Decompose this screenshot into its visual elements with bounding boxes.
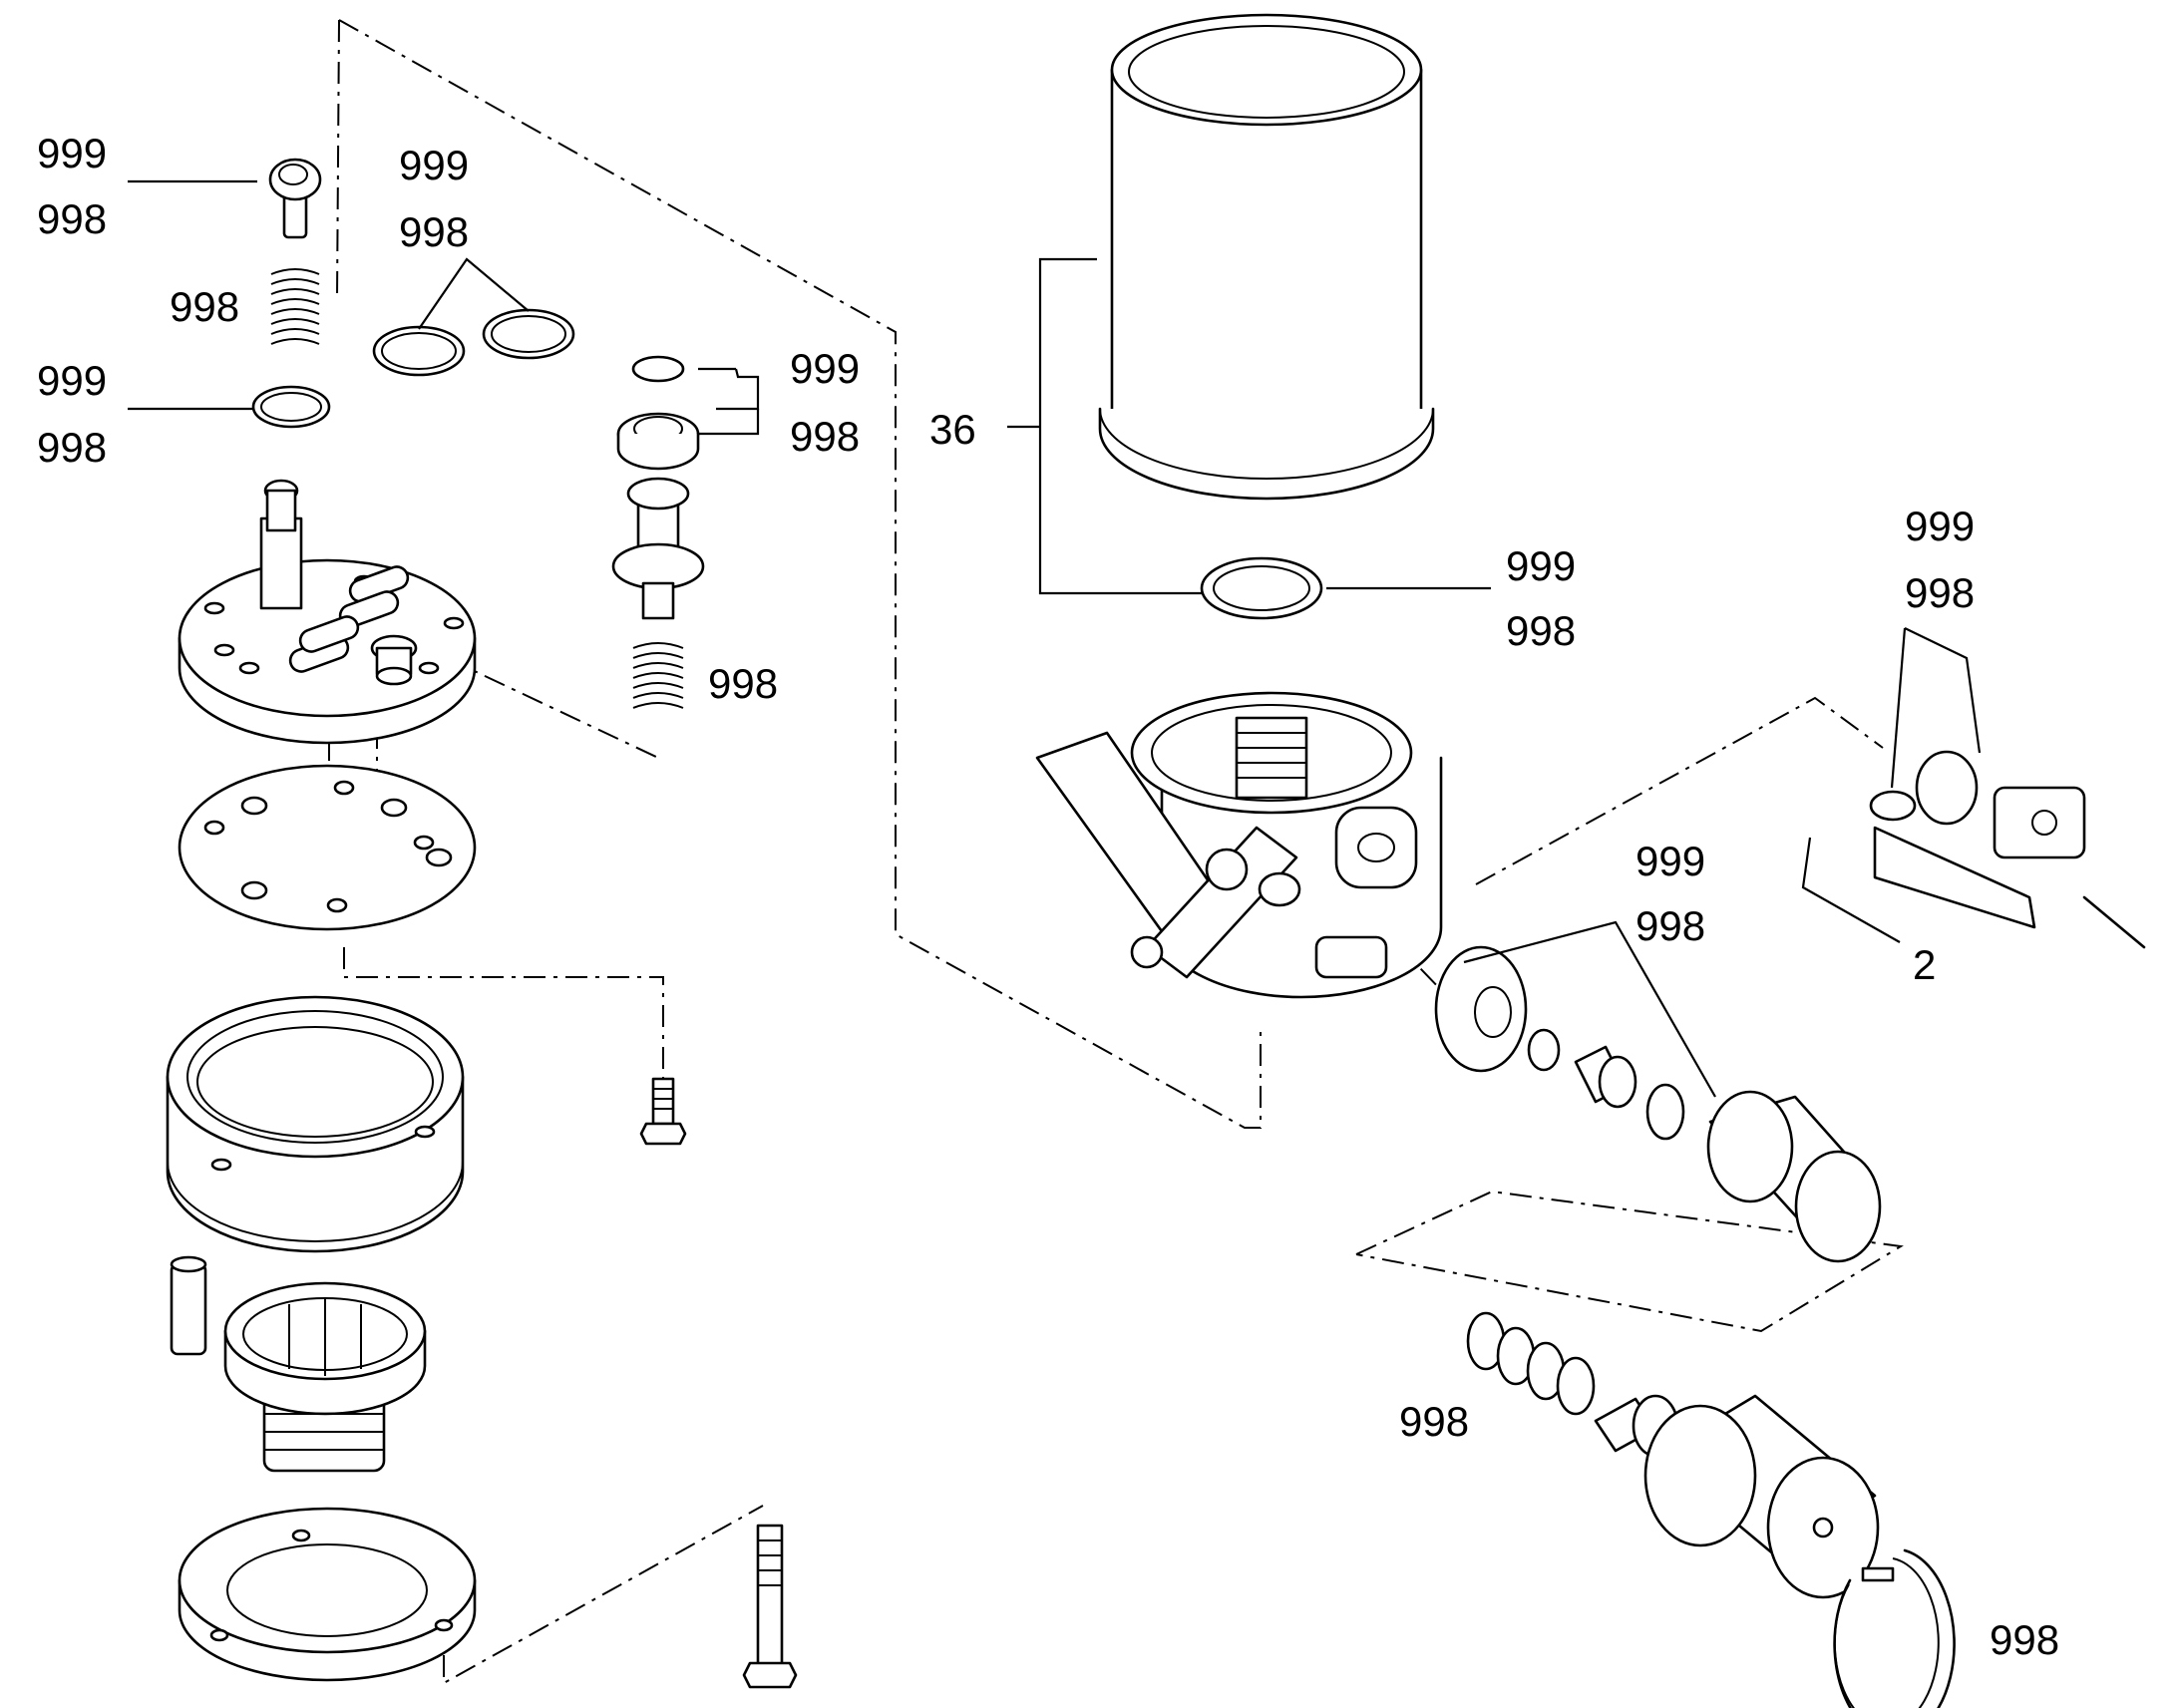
callout-label: 999 — [399, 142, 469, 188]
piston-housing-part — [166, 995, 465, 1253]
pin-part — [170, 1255, 207, 1356]
callout-label: 2 — [1913, 941, 1936, 988]
bushing-part — [1574, 1045, 1637, 1109]
check-valve-part — [611, 477, 705, 620]
diaphragm-part — [178, 764, 477, 931]
retaining-ring-part — [1833, 1548, 1956, 1708]
callout-label: 999 — [1506, 542, 1576, 589]
o-ring-part — [482, 308, 575, 360]
callout-label: 36 — [929, 406, 976, 453]
long-bolt-part — [742, 1524, 798, 1689]
screw-part — [268, 158, 322, 239]
o-ring-part — [372, 325, 466, 377]
callout-label: 998 — [37, 195, 107, 242]
spring-part — [270, 268, 320, 345]
o-ring-part — [1645, 1083, 1685, 1141]
callout-label: 998 — [1399, 1398, 1469, 1445]
screw-part — [1861, 1566, 1895, 1582]
dryer-housing-part — [1035, 691, 1443, 999]
callout-label: 999 — [790, 345, 860, 392]
callout-label: 998 — [37, 424, 107, 471]
valve-seal-part — [616, 355, 700, 471]
desiccant-cartridge-part — [1098, 13, 1435, 501]
callout-label: 998 — [790, 413, 860, 460]
o-ring-part — [1527, 1028, 1561, 1072]
filter-can-part — [1643, 1394, 1880, 1599]
callout-label: 998 — [1506, 607, 1576, 654]
spring-part — [632, 642, 684, 709]
callout-label: 998 — [708, 660, 778, 707]
callout-label: 998 — [170, 283, 239, 330]
callout-label: 998 — [1905, 569, 1975, 616]
callout-label: 999 — [37, 130, 107, 176]
callout-label: 999 — [1905, 503, 1975, 549]
callout-label: 998 — [399, 208, 469, 255]
bolt-part — [639, 1077, 687, 1146]
filter-sleeve-part — [1706, 1090, 1882, 1263]
callout-label: 998 — [1635, 902, 1705, 949]
leader-lines — [128, 179, 1982, 1098]
washer-part — [1434, 945, 1528, 1073]
callout-label: 999 — [1635, 838, 1705, 884]
callout-label: 998 — [1990, 1616, 2059, 1663]
heater-part — [1869, 750, 2146, 949]
o-ring-part — [251, 385, 331, 429]
callout-label: 999 — [37, 357, 107, 404]
bottom-cover-part — [178, 1507, 477, 1682]
valve-plate-part — [178, 479, 477, 745]
spring-part — [1466, 1311, 1596, 1416]
valve-guide-part — [223, 1281, 427, 1473]
seal-ring-part — [1200, 556, 1323, 620]
